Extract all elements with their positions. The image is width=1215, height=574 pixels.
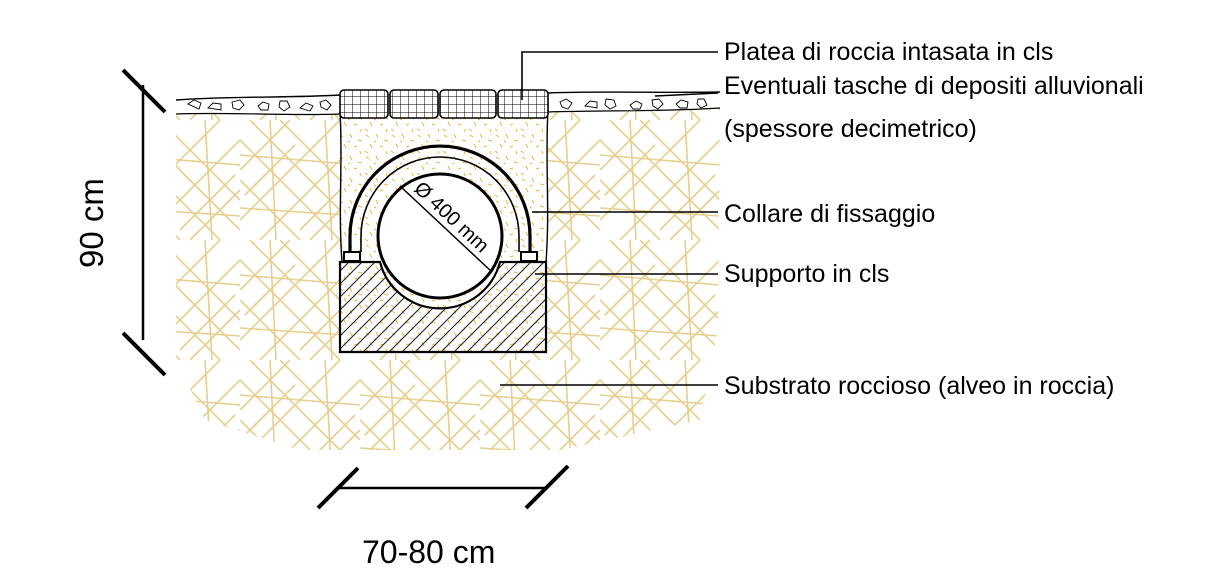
label-supporto: Supporto in cls (724, 260, 890, 288)
fixing-collar (343, 144, 538, 262)
label-tasche: Eventuali tasche di depositi alluvionali (724, 72, 1144, 100)
width-dimension (316, 464, 570, 510)
label-platea: Platea di roccia intasata in cls (724, 38, 1054, 66)
label-collare: Collare di fissaggio (724, 200, 936, 228)
diameter-line (399, 185, 493, 273)
leader-lines (500, 51, 719, 386)
width-label: 70-80 cm (362, 534, 496, 570)
height-dimension (121, 68, 167, 377)
label-spessore: (spessore decimetrico) (724, 115, 977, 143)
rock-platform-blocks (339, 89, 549, 119)
label-substrato: Substrato roccioso (alveo in roccia) (724, 372, 1115, 400)
height-label: 90 cm (73, 178, 110, 268)
concrete-support (338, 260, 548, 354)
pipe (376, 172, 504, 300)
